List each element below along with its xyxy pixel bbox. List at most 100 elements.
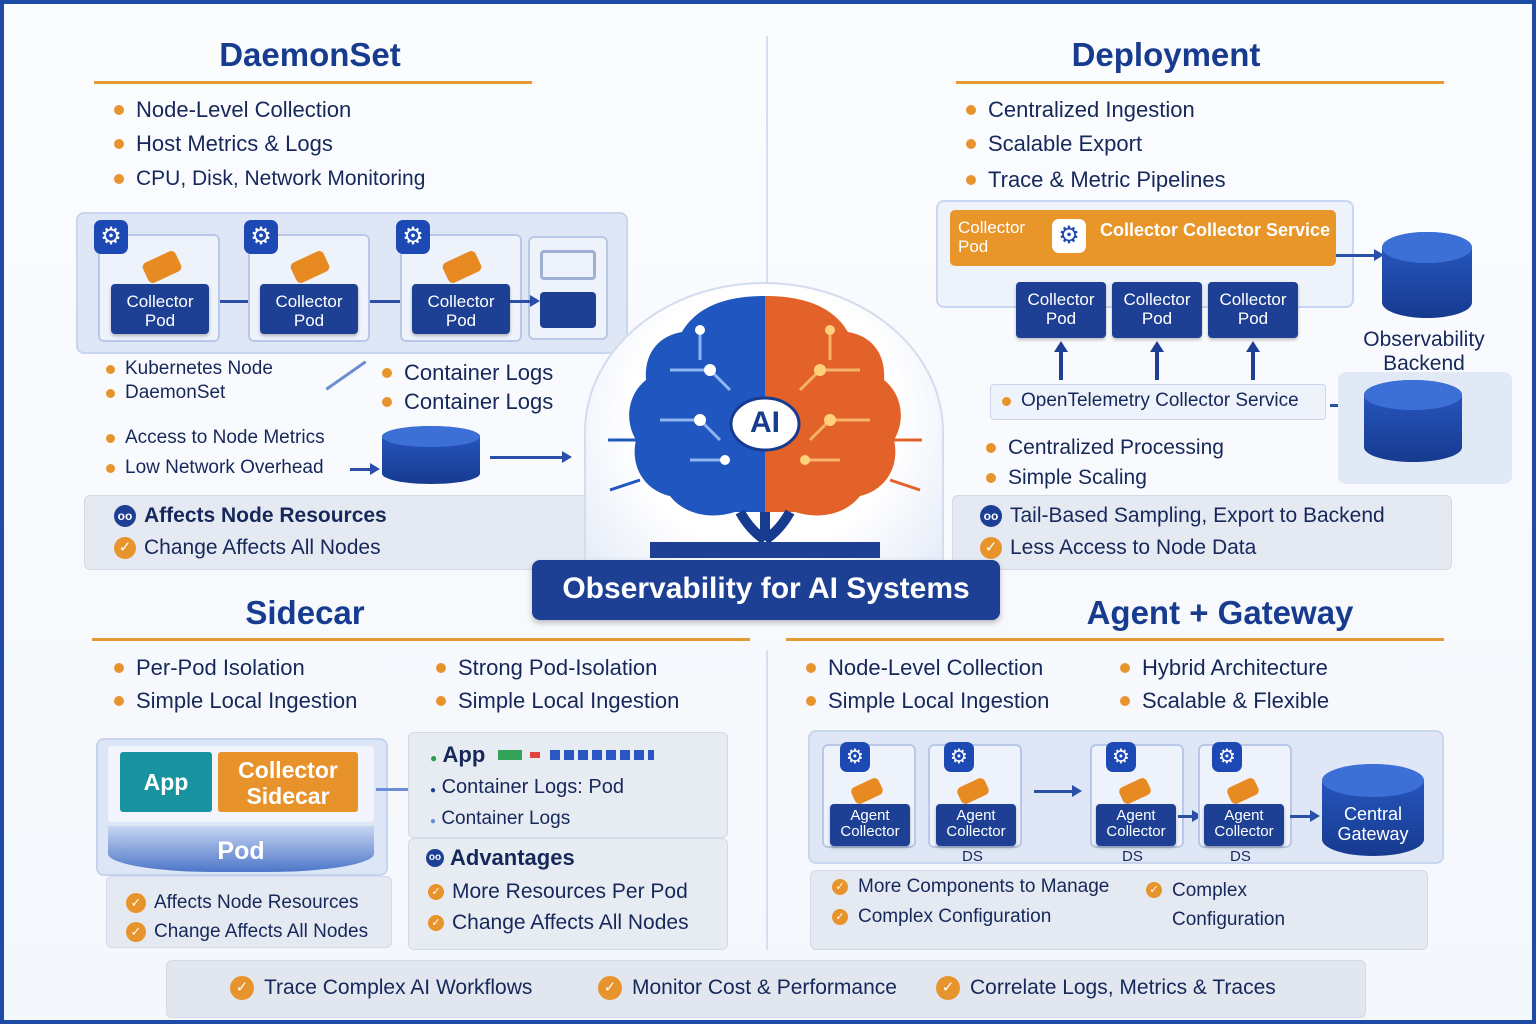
link-arrow bbox=[1336, 249, 1384, 261]
note-text: Affects Node Resources bbox=[154, 892, 359, 913]
up-arrow bbox=[1150, 341, 1164, 380]
agent-collector[interactable]: Agent Collector bbox=[1096, 804, 1176, 846]
check-icon: ✓ bbox=[126, 893, 146, 913]
agent-notes bbox=[810, 870, 1428, 950]
app-container[interactable]: App bbox=[120, 752, 212, 812]
agent-collector[interactable]: Agent Collector bbox=[1204, 804, 1284, 846]
link-arrow bbox=[1178, 810, 1202, 822]
collector-service-label: Collector Collector Service bbox=[1100, 220, 1331, 240]
gear-icon: ⚙ bbox=[944, 742, 974, 772]
sidecar-notes bbox=[106, 876, 392, 948]
link-line bbox=[220, 300, 248, 303]
deployment-title: Deployment bbox=[1071, 36, 1261, 73]
note-text: Change Affects All Nodes bbox=[144, 536, 381, 559]
container-logs-label: Container Logs bbox=[382, 360, 553, 386]
bidirectional-arrow bbox=[1034, 785, 1082, 797]
note-text: Tail-Based Sampling, Export to Backend bbox=[1010, 504, 1385, 527]
deployment-bullet: Trace & Metric Pipelines bbox=[966, 167, 1226, 193]
daemonset-rule bbox=[94, 81, 532, 84]
observability-backend-label: Observability Backend bbox=[1363, 328, 1485, 375]
agent-collector[interactable]: Agent Collector bbox=[830, 804, 910, 846]
agent-gateway-title: Agent + Gateway bbox=[1086, 594, 1354, 631]
daemonset-note: ✓ Change Affects All Nodes bbox=[114, 536, 381, 560]
up-arrow bbox=[1054, 341, 1068, 380]
sidecar-note: ✓ Affects Node Resources bbox=[126, 892, 359, 914]
collector-pod[interactable]: Collector Pod bbox=[1208, 282, 1298, 338]
footer-item: ✓Trace Complex AI Workflows bbox=[230, 976, 532, 1000]
gear-icon: ⚙ bbox=[1212, 742, 1242, 772]
sidecar-bullet: Per-Pod Isolation bbox=[114, 655, 305, 681]
note-text: Change Affects All Nodes bbox=[154, 921, 369, 942]
collector-pod[interactable]: Collector Pod bbox=[111, 284, 209, 334]
agent-bullet: Hybrid Architecture bbox=[1120, 655, 1328, 681]
database-icon bbox=[1382, 232, 1472, 318]
gear-icon: ⚙ bbox=[94, 220, 128, 254]
otel-service-box bbox=[990, 384, 1326, 420]
collector-pod-label: Collector Pod bbox=[126, 292, 194, 330]
link-line bbox=[376, 788, 416, 791]
legend-blue bbox=[550, 750, 654, 760]
collector-sidecar-container[interactable]: Collector Sidecar bbox=[218, 752, 358, 812]
collector-pod[interactable]: Collector Pod bbox=[260, 284, 358, 334]
note-text: More Components to Manage bbox=[858, 876, 1110, 897]
gear-icon: ⚙ bbox=[244, 220, 278, 254]
check-icon: ✓ bbox=[428, 915, 444, 931]
deployment-bullet: Centralized Ingestion bbox=[966, 97, 1195, 123]
check-icon: ✓ bbox=[428, 884, 444, 900]
ds-label: DS bbox=[962, 848, 983, 865]
agent-note: ✓Complex Configuration bbox=[1146, 876, 1285, 934]
deployment-extra: Centralized Processing bbox=[986, 436, 1224, 460]
gear-icon: ⚙ bbox=[396, 220, 430, 254]
link-arrow bbox=[490, 451, 572, 463]
collector-pod-label: Collector Pod bbox=[427, 292, 495, 330]
note-text: Affects Node Resources bbox=[144, 504, 387, 527]
ds-label: DS bbox=[1230, 848, 1251, 865]
collector-pod-label: Collector Pod bbox=[275, 292, 343, 330]
pod-label: Pod bbox=[108, 826, 374, 872]
advantages-title-text: Advantages bbox=[450, 845, 575, 870]
access-label: Low Network Overhead bbox=[106, 457, 324, 479]
collector-pod-label: Collector Pod bbox=[1027, 290, 1095, 328]
agent-label: Agent Collector bbox=[1106, 807, 1166, 840]
app-info-label: ● App bbox=[430, 742, 486, 767]
container-logs-text: Container Logs: Pod bbox=[441, 776, 624, 798]
advantages-box bbox=[408, 838, 728, 950]
collector-pod-label: Collector Pod bbox=[958, 218, 1026, 256]
gear-icon: ⚙ bbox=[1106, 742, 1136, 772]
footer-text: Correlate Logs, Metrics & Traces bbox=[970, 976, 1276, 999]
agent-collector[interactable]: Agent Collector bbox=[936, 804, 1016, 846]
advantage-text: Change Affects All Nodes bbox=[452, 911, 689, 934]
node-label: DaemonSet bbox=[106, 382, 225, 404]
sidecar-note: ✓Change Affects All Nodes bbox=[126, 921, 368, 943]
advantage-text: More Resources Per Pod bbox=[452, 880, 688, 903]
ds-label: DS bbox=[1122, 848, 1143, 865]
check-icon: ✓ bbox=[114, 537, 136, 559]
collector-pod[interactable]: Collector Pod bbox=[1112, 282, 1202, 338]
sidecar-bullet: Strong Pod-Isolation bbox=[436, 655, 657, 681]
collector-service-bar bbox=[950, 210, 1336, 266]
collector-pod[interactable]: Collector Pod bbox=[412, 284, 510, 334]
check-icon: ✓ bbox=[832, 909, 848, 925]
daemonset-bullet: Node-Level Collection bbox=[114, 97, 351, 123]
note-text: Less Access to Node Data bbox=[1010, 536, 1257, 559]
ai-label: AI bbox=[750, 406, 780, 439]
banner-base bbox=[650, 542, 880, 558]
check-icon: ✓ bbox=[598, 976, 622, 1000]
agent-bullet: Simple Local Ingestion bbox=[806, 688, 1049, 714]
legend-red bbox=[530, 752, 540, 758]
footer-item: ✓Monitor Cost & Performance bbox=[598, 976, 897, 1000]
link-line bbox=[370, 300, 400, 303]
vertical-separator-bottom bbox=[766, 650, 768, 950]
collector-pod-label: Collector Pod bbox=[1219, 290, 1287, 328]
deployment-bullet: Scalable Export bbox=[966, 131, 1142, 157]
legend-green bbox=[498, 750, 522, 760]
check-icon: ✓ bbox=[980, 537, 1002, 559]
container-logs-label: Container Logs bbox=[382, 389, 553, 415]
warning-icon: oo bbox=[114, 505, 136, 527]
agent-label: Agent Collector bbox=[840, 807, 900, 840]
agent-gateway-rule bbox=[786, 638, 1444, 641]
center-banner: Observability for AI Systems bbox=[532, 560, 1000, 620]
collector-pod[interactable]: Collector Pod bbox=[1016, 282, 1106, 338]
daemonset-bullet: Host Metrics & Logs bbox=[114, 131, 333, 157]
